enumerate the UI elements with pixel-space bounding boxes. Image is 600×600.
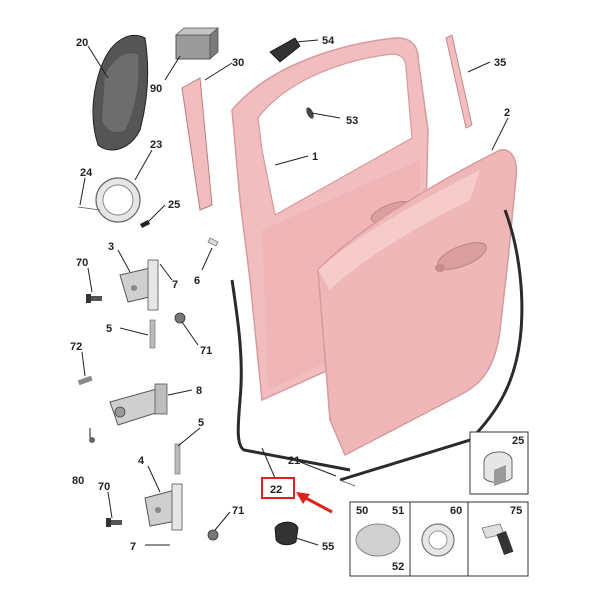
label-30: 30 (232, 57, 244, 69)
label-70a: 70 (76, 257, 88, 269)
label-80: 80 (72, 475, 84, 487)
part-4-lower-hinge (144, 483, 183, 531)
door-panel-2 (317, 149, 518, 457)
arrow-pointer (296, 492, 333, 514)
part-71-nut-lower (207, 529, 219, 541)
label-3: 3 (108, 241, 114, 253)
part-80-washer (89, 437, 95, 443)
label-51: 51 (392, 505, 404, 517)
label-20: 20 (76, 37, 88, 49)
part-72-bolt (77, 375, 93, 386)
inset-box-parts (349, 501, 529, 577)
part-5-bolt-lower (174, 443, 181, 475)
label-7b: 7 (130, 541, 136, 553)
part-90-foam-block (174, 27, 220, 60)
label-50: 50 (356, 505, 368, 517)
label-71b: 71 (232, 505, 244, 517)
part-3-upper-hinge (119, 259, 159, 311)
label-25a: 25 (168, 199, 180, 211)
part-23-speaker-ring (95, 177, 141, 223)
label-22: 22 (270, 484, 282, 496)
part-53-clip (306, 107, 314, 119)
door-seal-21 (339, 209, 524, 482)
label-72: 72 (70, 341, 82, 353)
label-71a: 71 (200, 345, 212, 357)
part-75-rivet (481, 523, 514, 556)
label-53: 53 (346, 115, 358, 127)
part-71-nut-upper (174, 312, 186, 324)
part-6-pin (207, 237, 219, 247)
label-5a: 5 (106, 323, 112, 335)
part-30-pillar-trim (181, 77, 213, 211)
part-8-door-check (109, 383, 168, 426)
label-54: 54 (322, 35, 335, 47)
label-90: 90 (150, 83, 162, 95)
part-55-plug (274, 521, 299, 546)
label-5b: 5 (198, 417, 204, 429)
label-24: 24 (80, 167, 93, 179)
leader-lines (79, 39, 509, 546)
label-1: 1 (312, 151, 318, 163)
label-55: 55 (322, 541, 334, 553)
label-8: 8 (196, 385, 202, 397)
label-70b: 70 (98, 481, 110, 493)
label-60: 60 (450, 505, 462, 517)
part-25-screw (140, 220, 150, 228)
label-21: 21 (288, 455, 300, 467)
label-52: 52 (392, 561, 404, 573)
part-70-bolt-upper (86, 294, 102, 303)
door-seal-22 (230, 279, 351, 472)
part-5-bolt-upper (149, 319, 156, 349)
label-2: 2 (504, 107, 510, 119)
inset-box-25 (469, 431, 529, 495)
label-4: 4 (138, 455, 145, 467)
label-75: 75 (510, 505, 522, 517)
callout-labels: 20 90 30 54 35 53 1 2 23 24 25 3 70 7 6 … (70, 35, 524, 573)
label-25b: 25 (512, 435, 524, 447)
highlight-box-22 (261, 477, 295, 499)
part-70-bolt-lower (106, 518, 122, 527)
label-6: 6 (194, 275, 200, 287)
part-35-strip (445, 34, 473, 129)
label-35: 35 (494, 57, 506, 69)
label-7a: 7 (172, 279, 178, 291)
part-50-plug (355, 523, 401, 557)
label-23: 23 (150, 139, 162, 151)
part-54-wedge (269, 37, 301, 63)
